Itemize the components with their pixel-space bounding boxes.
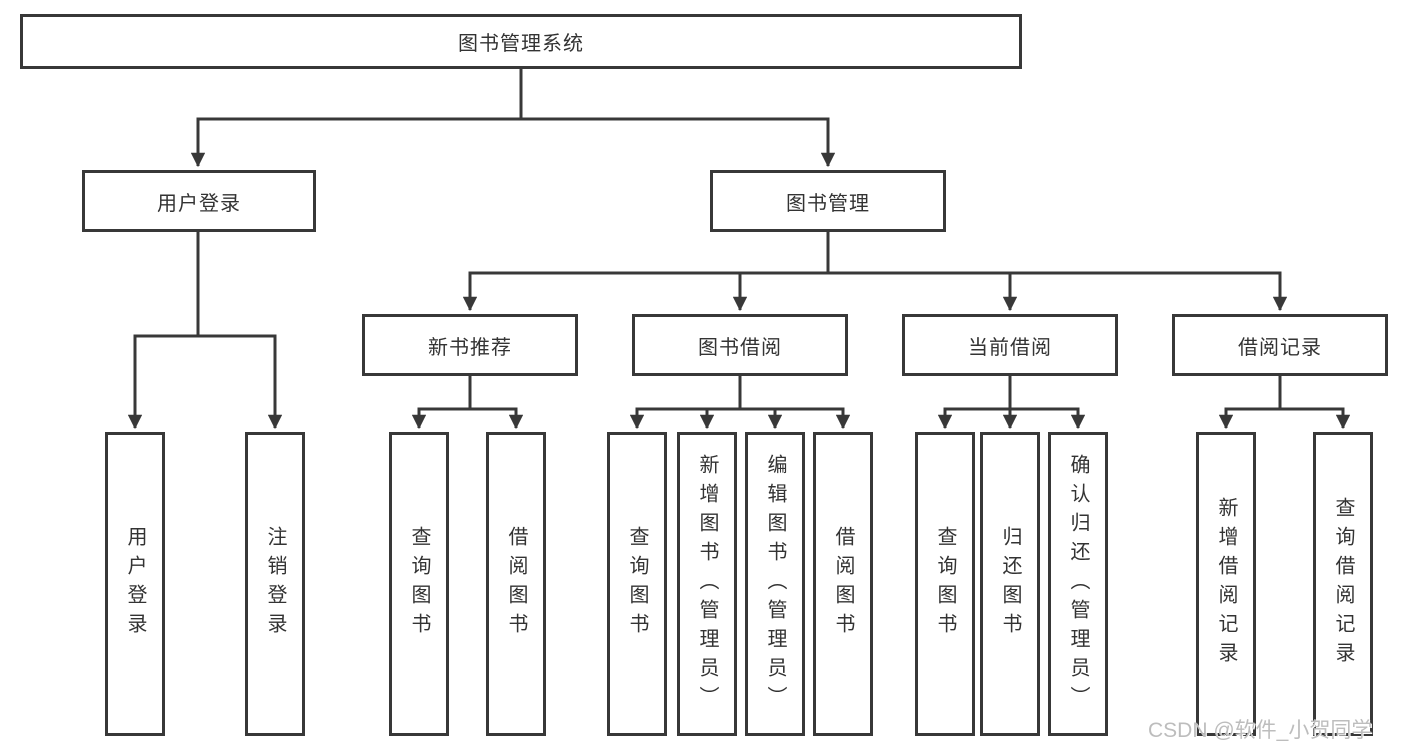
node-label: 借阅图书 [832,526,854,642]
node-new-book-recommend: 新书推荐 [362,314,578,376]
node-label: 借阅记录 [1238,336,1322,359]
node-label: 新增图书（管理员） [696,453,718,715]
node-label: 编辑图书（管理员） [764,453,786,715]
leaf-user-login: 用户登录 [105,432,165,736]
node-label: 确认归还（管理员） [1067,453,1089,715]
leaf-record-query: 查询借阅记录 [1313,432,1373,736]
leaf-borrow-edit-books-admin: 编辑图书（管理员） [745,432,805,736]
leaf-current-return-books: 归还图书 [980,432,1040,736]
node-label: 新书推荐 [428,336,512,359]
leaf-recommend-query-books: 查询图书 [389,432,449,736]
leaf-borrow-add-books-admin: 新增图书（管理员） [677,432,737,736]
node-label: 用户登录 [124,526,146,642]
node-label: 借阅图书 [505,526,527,642]
node-label: 图书借阅 [698,336,782,359]
leaf-logout: 注销登录 [245,432,305,736]
node-label: 用户登录 [157,192,241,215]
leaf-borrow-query-books: 查询图书 [607,432,667,736]
leaf-recommend-borrow-books: 借阅图书 [486,432,546,736]
node-library-management-system: 图书管理系统 [20,14,1022,69]
node-label: 新增借阅记录 [1215,497,1237,671]
node-book-borrow: 图书借阅 [632,314,848,376]
leaf-current-query-books: 查询图书 [915,432,975,736]
node-user-login: 用户登录 [82,170,316,232]
node-label: 注销登录 [264,526,286,642]
node-label: 图书管理系统 [458,33,584,55]
node-label: 归还图书 [999,526,1021,642]
node-label: 查询借阅记录 [1332,497,1354,671]
leaf-borrow-borrow-books: 借阅图书 [813,432,873,736]
leaf-current-confirm-return-admin: 确认归还（管理员） [1048,432,1108,736]
node-label: 图书管理 [786,192,870,215]
csdn-watermark: CSDN @软件_小贺同学 [1148,719,1373,742]
leaf-record-add: 新增借阅记录 [1196,432,1256,736]
node-label: 当前借阅 [968,336,1052,359]
node-label: 查询图书 [626,526,648,642]
node-label: 查询图书 [934,526,956,642]
node-current-borrow: 当前借阅 [902,314,1118,376]
node-borrow-record: 借阅记录 [1172,314,1388,376]
node-label: 查询图书 [408,526,430,642]
node-book-management: 图书管理 [710,170,946,232]
